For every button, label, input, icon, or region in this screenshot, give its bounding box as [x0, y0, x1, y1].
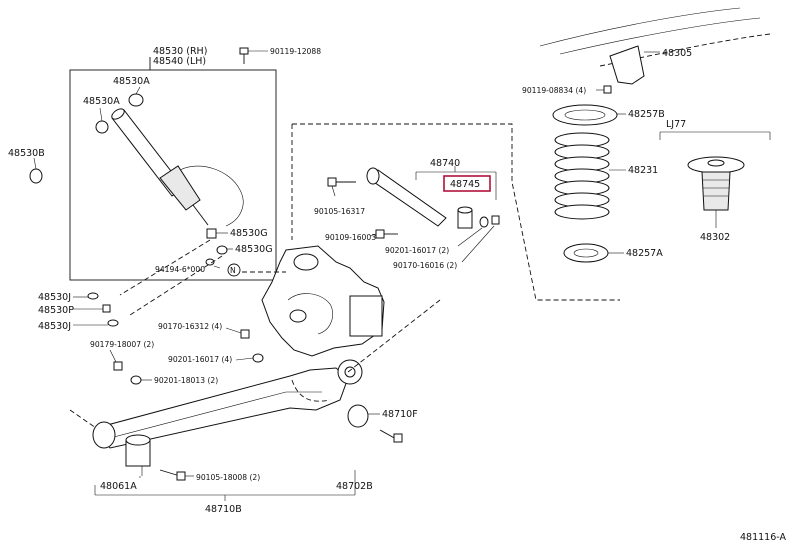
label-circle-n: N — [230, 266, 236, 275]
nut-94194[interactable] — [205, 258, 215, 266]
label-48745[interactable]: 48745 — [450, 179, 480, 190]
coil-spring-group — [539, 7, 771, 263]
lateral-rod-48740[interactable] — [366, 167, 447, 227]
bolt-90119-08834[interactable] — [596, 85, 612, 94]
coil-spring-48231[interactable] — [554, 132, 626, 220]
rod-bushing-48745[interactable] — [457, 206, 473, 229]
side-bushing-48530b[interactable] — [29, 168, 43, 184]
label-48710f[interactable]: 48710F — [382, 409, 418, 420]
label-48530a[interactable]: 48530A — [113, 76, 150, 87]
label-48530g-2[interactable]: 48530G — [235, 244, 273, 255]
label-90109-16003[interactable]: 90109-16003 — [325, 233, 376, 242]
label-90201-16017-4[interactable]: 90201-16017 (4) — [168, 355, 232, 364]
label-48530j[interactable]: 48530J — [38, 292, 71, 303]
lower-bushing-48530g-2[interactable] — [216, 245, 228, 255]
upper-bushing-48530a-2[interactable] — [95, 120, 109, 134]
bump-stopper-48302[interactable] — [687, 156, 745, 228]
label-48530a-2[interactable]: 48530A — [83, 96, 120, 107]
label-90105-18008-2[interactable]: 90105-18008 (2) — [196, 473, 260, 482]
bump-stopper-48305[interactable] — [609, 45, 660, 85]
bolt-90105-16317[interactable] — [327, 177, 356, 197]
bushing-48710f[interactable] — [347, 404, 380, 428]
axle-hardware — [109, 327, 264, 385]
shock-absorber-group — [29, 47, 277, 316]
label-48257b[interactable]: 48257B — [628, 109, 665, 120]
label-48530j-2[interactable]: 48530J — [38, 321, 71, 332]
label-90170-16016-2[interactable]: 90170-16016 (2) — [393, 261, 457, 270]
upper-bolt-90119-12088[interactable] — [239, 47, 268, 64]
label-48702b[interactable]: 48702B — [336, 481, 373, 492]
label-90201-16017-2[interactable]: 90201-16017 (2) — [385, 246, 449, 255]
bushing-48530p[interactable] — [102, 304, 111, 313]
washer-90201-16017-4[interactable] — [252, 353, 264, 363]
lower-spring-seat-48257a[interactable] — [563, 243, 624, 263]
label-94194[interactable]: 94194-6*000 — [155, 265, 205, 274]
nut-90170-16312[interactable] — [240, 329, 250, 339]
shock-absorber-48530[interactable] — [110, 107, 209, 226]
axle-housing — [242, 245, 385, 357]
label-48710b[interactable]: 48710B — [205, 504, 242, 515]
lower-shock-hardware — [73, 292, 119, 327]
label-lj77: LJ77 — [666, 119, 686, 130]
label-90201-18013-2[interactable]: 90201-18013 (2) — [154, 376, 218, 385]
label-48061a[interactable]: 48061A — [100, 481, 137, 492]
washer-48530j[interactable] — [87, 292, 99, 300]
washer-90201-18013[interactable] — [130, 375, 142, 385]
lower-control-arm-48710b[interactable] — [92, 359, 363, 449]
washer-90201-16017[interactable] — [479, 216, 489, 228]
lower-bushing-48530g[interactable] — [206, 228, 217, 239]
label-90119-08834-4[interactable]: 90119-08834 (4) — [522, 86, 586, 95]
bolt-90109-16003[interactable] — [369, 229, 398, 239]
label-90179-18007-2[interactable]: 90179-18007 (2) — [90, 340, 154, 349]
upper-spring-seat-48257b[interactable] — [552, 104, 626, 126]
label-48302[interactable]: 48302 — [700, 232, 730, 243]
nut-90179-18007[interactable] — [113, 361, 123, 371]
label-48530-rh[interactable]: 48530 (RH) — [153, 46, 207, 57]
lateral-rod-group — [291, 123, 620, 301]
bolt-rear-arm[interactable] — [379, 429, 403, 443]
label-48231[interactable]: 48231 — [628, 165, 658, 176]
label-48530p[interactable]: 48530P — [38, 305, 74, 316]
label-90119-12088[interactable]: 90119-12088 — [270, 47, 321, 56]
label-48530b[interactable]: 48530B — [8, 148, 45, 159]
highlight-box-48745 — [443, 175, 491, 192]
label-48305[interactable]: 48305 — [662, 48, 692, 59]
bolt-90105-18008[interactable] — [159, 469, 194, 481]
label-48530g[interactable]: 48530G — [230, 228, 268, 239]
label-90105-16317[interactable]: 90105-16317 — [314, 207, 365, 216]
label-48540-lh[interactable]: 48540 (LH) — [153, 56, 206, 67]
upper-bushing-48530a[interactable] — [128, 93, 144, 107]
part-labels: 48530 (RH) 48540 (LH) 90119-12088 48530A… — [8, 46, 786, 543]
label-48740[interactable]: 48740 — [430, 158, 460, 169]
shock-group-frame — [69, 69, 277, 281]
label-48257a[interactable]: 48257A — [626, 248, 663, 259]
washer-48530j-2[interactable] — [107, 319, 119, 327]
circle-n-marker — [227, 263, 241, 277]
label-90170-16312-4[interactable]: 90170-16312 (4) — [158, 322, 222, 331]
diagram-id: 481116-A — [740, 532, 786, 543]
bushing-48061a[interactable] — [125, 434, 151, 476]
arm-bracket — [94, 470, 356, 501]
nut-90170-16016[interactable] — [491, 215, 500, 225]
